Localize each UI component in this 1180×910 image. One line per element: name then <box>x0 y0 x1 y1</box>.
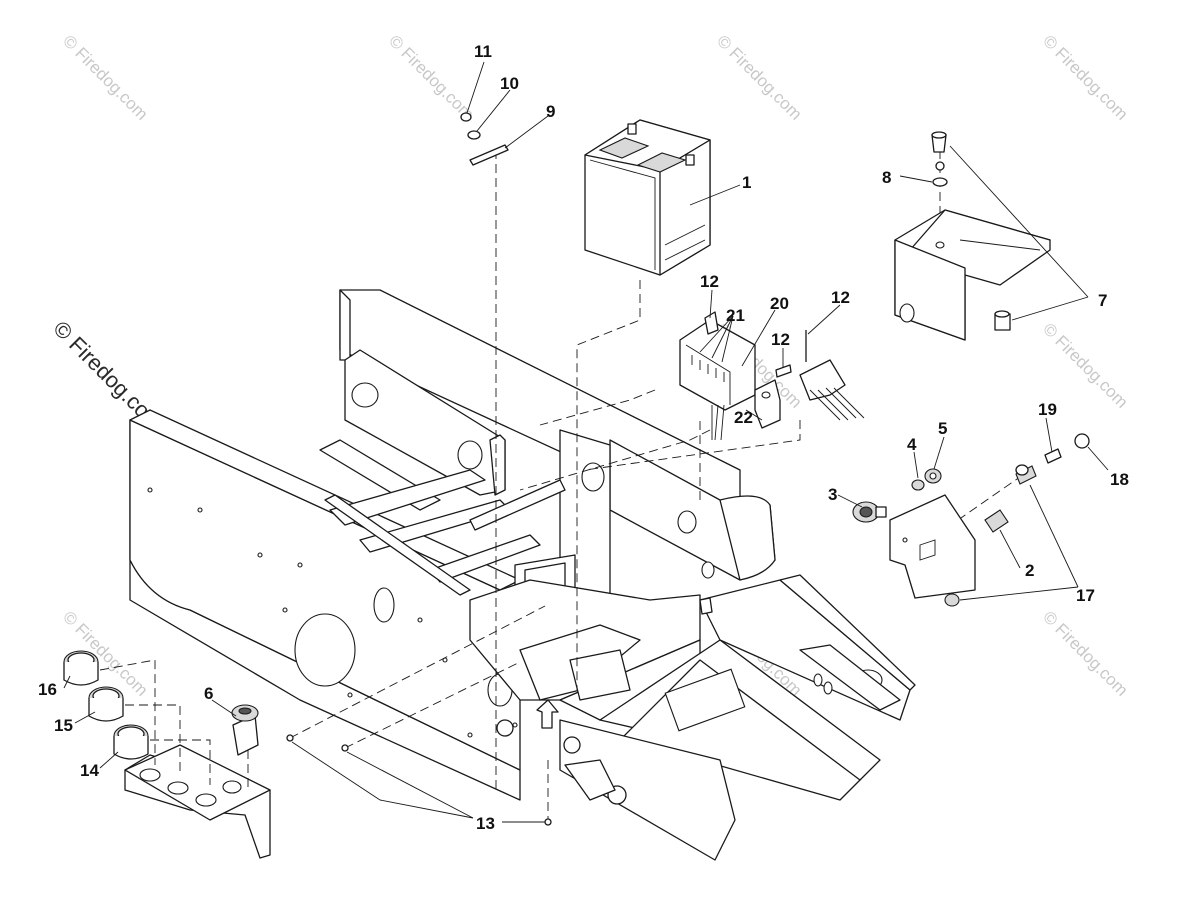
callout-14: 14 <box>80 761 99 780</box>
callout-4: 4 <box>907 435 917 454</box>
rivet-holes <box>147 487 518 738</box>
watermark: © Firedog.com <box>1039 31 1131 123</box>
watermark: © Firedog.com <box>1039 607 1131 699</box>
lens-icon <box>1074 433 1090 449</box>
screws-13 <box>286 734 552 826</box>
nut-icon <box>460 112 472 122</box>
bulb-icon <box>1044 448 1062 464</box>
watermark: © Firedog.com <box>59 31 151 123</box>
washer-icon <box>467 130 481 140</box>
watermark: © Firedog.com <box>713 31 805 123</box>
callout-3: 3 <box>828 485 837 504</box>
direction-arrow <box>536 699 559 729</box>
callout-21: 21 <box>726 306 745 325</box>
callout-15: 15 <box>54 716 73 735</box>
callout-11: 11 <box>474 42 492 61</box>
callout-12: 12 <box>831 288 850 307</box>
callout-8: 8 <box>882 168 891 187</box>
callout-13: 13 <box>476 814 495 833</box>
callout-22: 22 <box>734 408 753 427</box>
callout-17: 17 <box>1076 586 1095 605</box>
nut-icon <box>944 593 960 607</box>
callout-18: 18 <box>1110 470 1129 489</box>
callout-20: 20 <box>770 294 789 313</box>
washer-icon <box>932 177 948 187</box>
callout-10: 10 <box>500 74 519 93</box>
callout-12: 12 <box>700 272 719 291</box>
callout-7: 7 <box>1098 291 1107 310</box>
switch-plate <box>852 433 1090 607</box>
callout-1: 1 <box>742 173 751 192</box>
callout-5: 5 <box>938 419 947 438</box>
terminal-block <box>679 311 865 441</box>
callout-labels: 1 2 3 4 5 6 7 8 9 10 11 12 12 12 13 14 1… <box>38 42 1129 833</box>
callout-2: 2 <box>1025 561 1034 580</box>
toggle-switch-icon <box>984 509 1009 533</box>
watermark: © Firedog.com <box>1039 319 1131 411</box>
callout-19: 19 <box>1038 400 1057 419</box>
chassis-frame <box>129 289 916 861</box>
battery-cover <box>894 131 1051 341</box>
callout-16: 16 <box>38 680 57 699</box>
frame-opening <box>373 587 395 623</box>
leader-lines <box>63 61 1109 823</box>
callout-6: 6 <box>204 684 213 703</box>
hold-down-rod <box>460 112 509 166</box>
watermark: © Firedog.com <box>385 31 477 123</box>
nut-icon <box>911 479 925 491</box>
frame-opening <box>294 613 356 687</box>
relay-icon <box>754 379 781 429</box>
callout-12: 12 <box>771 330 790 349</box>
key-switch <box>231 704 259 756</box>
gauge-panel <box>63 650 271 859</box>
battery <box>584 119 711 276</box>
callout-9: 9 <box>546 102 555 121</box>
